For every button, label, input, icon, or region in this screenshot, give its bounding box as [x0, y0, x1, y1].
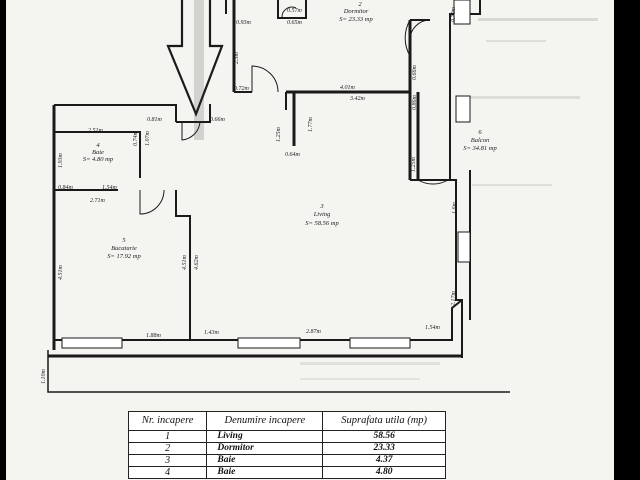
dim-label: 2.3m	[234, 52, 240, 65]
dim-label: 1.10m	[41, 369, 47, 385]
dim-label: 1.88m	[146, 333, 162, 339]
room-area-balcon: S= 34.81 mp	[463, 145, 497, 152]
dim-label: 0.64m	[285, 151, 301, 158]
room-name-dormitor: Dormitor	[343, 8, 369, 15]
column-header-nr: Nr. incapere	[127, 411, 208, 431]
room-name-bucatarie: Bucatarie	[111, 245, 137, 252]
dim-label: 2.17m	[451, 291, 457, 307]
cell-nr: 1	[127, 430, 208, 443]
dim-label: 1.77m	[308, 117, 314, 133]
paper	[6, 0, 626, 480]
dim-label: 4.62m	[193, 255, 200, 271]
room-area-dormitor: S= 23.33 mp	[339, 16, 373, 23]
cell-nr: 4	[127, 466, 208, 479]
dim-label: 1.54m	[425, 324, 441, 331]
walls	[47, 0, 510, 393]
dim-label: 1.43m	[204, 329, 220, 336]
windows	[61, 0, 471, 349]
dim-label: 0.66m	[412, 65, 418, 81]
cell-name: Baie	[206, 454, 324, 467]
scan-border	[614, 0, 640, 480]
table-header-row: Nr. incapere Denumire incapere Suprafata…	[127, 411, 446, 431]
cell-name: Living	[206, 430, 324, 443]
dim-label: 0.74m	[132, 131, 139, 147]
dim-label: 0.81m	[147, 117, 163, 123]
dim-label: 3.42m	[349, 95, 366, 102]
room-number-living: 3	[319, 203, 324, 210]
dim-label: 0.86m	[412, 95, 418, 111]
dim-label: 1.25m	[411, 157, 417, 173]
cell-name: Baie	[206, 466, 324, 479]
cell-name: Dormitor	[206, 442, 324, 455]
room-name-living: Living	[313, 211, 331, 218]
dim-label: 0.93m	[236, 20, 252, 26]
cell-nr: 2	[127, 442, 208, 455]
cell-area: 23.33	[322, 442, 446, 455]
table-row: 2 Dormitor 23.33	[127, 442, 446, 455]
dim-label: 4.51m	[57, 265, 64, 281]
dim-label: 2.71m	[90, 198, 106, 204]
dimension-labels: 0.57m 0.93m 0.65m 0.70m 2.3m 0.72m 4.01m…	[41, 7, 458, 385]
dim-label: 1.07m	[145, 131, 151, 147]
cell-area: 58.56	[322, 430, 446, 443]
cell-area: 4.80	[322, 466, 446, 479]
column-header-name: Denumire incapere	[206, 411, 324, 431]
dim-label: 2.51m	[88, 128, 104, 134]
room-number-balcon: 6	[478, 129, 482, 136]
dim-label: 1.93m	[58, 153, 64, 169]
dim-label: 0.66m	[210, 117, 226, 123]
room-number-baie: 4	[96, 142, 100, 149]
door-swings	[139, 6, 449, 215]
dim-label: 1.54m	[102, 184, 118, 191]
table-row: 3 Baie 4.37	[127, 454, 446, 467]
dim-label: 4.01m	[340, 84, 356, 91]
room-number-bucatarie: 5	[122, 237, 126, 244]
dim-label: 0.65m	[287, 20, 303, 26]
cell-area: 4.37	[322, 454, 446, 467]
room-name-baie: Baie	[92, 149, 104, 156]
dim-label: 0.84m	[58, 184, 74, 191]
room-areas-table: Nr. incapere Denumire incapere Suprafata…	[127, 411, 446, 479]
cell-nr: 3	[127, 454, 208, 467]
dim-label: 2.87m	[306, 329, 322, 335]
room-labels: 2 Dormitor S= 23.33 mp 3 Living S= 58.56…	[83, 1, 498, 260]
dim-label: 1.6m	[452, 202, 458, 215]
room-area-bucatarie: S= 17.92 mp	[107, 253, 141, 260]
bleed-through	[300, 18, 598, 380]
dim-label: 0.72m	[234, 86, 250, 92]
scan-shadow	[194, 0, 204, 140]
table-row: 4 Baie 4.80	[127, 466, 446, 479]
table-row: 1 Living 58.56	[127, 430, 446, 443]
room-name-balcon: Balcon	[471, 137, 489, 144]
dim-label: 4.51m	[181, 255, 188, 271]
room-number-dormitor: 2	[358, 1, 362, 8]
room-area-living: S= 58.56 mp	[305, 220, 339, 227]
dim-label: 0.57m	[287, 8, 303, 14]
dim-label: 0.70m	[451, 7, 457, 23]
room-area-baie: S= 4.80 mp	[83, 156, 114, 163]
entrance-arrow-icon	[166, 0, 224, 117]
column-header-area: Suprafata utila (mp)	[322, 411, 446, 431]
dim-label: 1.25m	[276, 127, 282, 143]
